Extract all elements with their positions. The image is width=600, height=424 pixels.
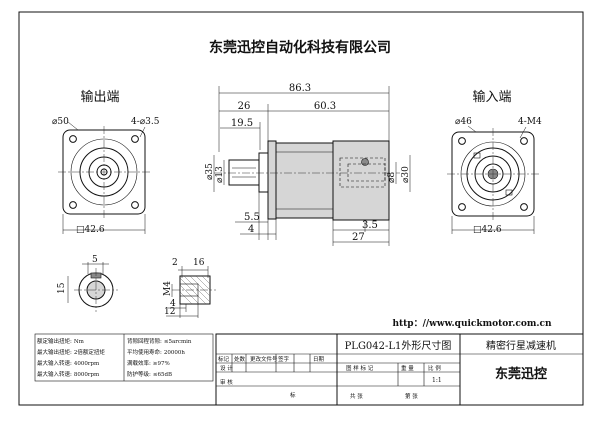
company-title: 东莞迅控自动化科技有限公司: [209, 39, 391, 56]
shaft-dim-16: 16: [193, 258, 205, 268]
shaft-dim-2: 2: [172, 258, 178, 268]
spec-6: 满载效率:≥97%: [127, 359, 170, 367]
title-block: PLG042-L1外形尺寸图 精密行星减速机 标记 处数 更改文件号 签字 日期…: [215, 333, 584, 406]
scale-value: 1:1: [432, 377, 442, 384]
dim-5-5: 5.5: [244, 212, 260, 223]
approve-label: 标: [290, 391, 296, 399]
key-dim-5: 5: [92, 255, 98, 265]
model-title: PLG042-L1外形尺寸图: [345, 339, 452, 352]
spec-0: 额定输出扭矩:Nm: [37, 337, 85, 345]
dim-19-5: 19.5: [231, 118, 253, 129]
dim-overall-length: 86.3: [289, 83, 311, 94]
stage-header-0: 图 样 标 记: [346, 364, 374, 372]
dim-60-3: 60.3: [314, 101, 336, 112]
rev-header-1: 处数: [234, 355, 246, 363]
spec-4: 背隙回程背隙:≤5arcmin: [127, 337, 192, 345]
side-view: 86.3 26 60.3 19.5 ⌀35 ⌀13: [205, 83, 411, 246]
spec-5: 平均使用寿命:20000h: [127, 348, 185, 356]
sheet-no: 第 张: [405, 392, 418, 400]
output-shaft: [228, 159, 260, 186]
shaft-dim-12: 12: [164, 307, 175, 317]
brand-name: 东莞迅控: [495, 366, 547, 382]
company-url: http：//www.quickmotor.com.cn: [392, 319, 552, 329]
shaft-tap-detail: 2 16 M4 4 12: [163, 258, 216, 318]
output-end-view: 输出端 ⌀50 4-⌀3.5 □42.6: [52, 89, 160, 235]
spec-table: 额定输出扭矩:Nm 最大输出扭矩:2倍额定扭矩 最大输入转速:4000rpm 最…: [34, 333, 214, 382]
sheet-total: 共 张: [350, 392, 363, 400]
dim-dia-35: ⌀35: [205, 163, 215, 180]
spec-1: 最大输出扭矩:2倍额定扭矩: [37, 348, 105, 356]
output-holes-label: 4-⌀3.5: [131, 117, 160, 127]
design-label: 设 计: [220, 364, 233, 372]
key-section-view: 5 15: [57, 255, 118, 312]
dim-3-5: 3.5: [362, 220, 378, 231]
check-label: 审 核: [220, 378, 233, 386]
output-square-label: □42.6: [76, 225, 105, 235]
input-holes-label: 4-M4: [518, 117, 542, 127]
rev-header-0: 标记: [218, 355, 230, 363]
dim-26: 26: [238, 101, 251, 112]
stage-header-2: 比 例: [428, 364, 441, 372]
spec-3: 最大输入转速:8000rpm: [37, 370, 100, 378]
stage-header-1: 重 量: [401, 364, 414, 372]
rev-header-4: 日期: [313, 356, 325, 363]
rev-header-2: 更改文件号: [250, 355, 278, 363]
dim-27: 27: [352, 232, 365, 243]
input-end-label: 输入端: [472, 89, 511, 105]
dim-dia-30: ⌀30: [401, 166, 411, 183]
dim-4: 4: [248, 224, 254, 235]
output-end-label: 输出端: [80, 89, 119, 105]
spec-7: 防护等级:≤65dB: [127, 370, 172, 378]
shaft-dim-4: 4: [170, 299, 176, 309]
key-dim-15: 15: [57, 282, 67, 294]
input-housing: [332, 140, 390, 221]
input-square-label: □42.6: [473, 225, 502, 235]
shaft-dim-m4: M4: [163, 281, 173, 296]
gearbox-body: [275, 142, 334, 219]
product-title: 精密行星减速机: [486, 339, 556, 352]
dim-dia-8: ⌀8: [387, 172, 397, 183]
rev-header-3: 签字: [278, 355, 290, 363]
input-end-view: 输入端 ⌀46 4-M4 □42.6: [447, 89, 542, 235]
output-dia-50-label: ⌀50: [52, 117, 69, 127]
input-dia-46-label: ⌀46: [455, 117, 472, 127]
dim-dia-13: ⌀13: [215, 166, 225, 183]
spec-2: 最大输入转速:4000rpm: [37, 359, 100, 367]
output-flange-side: [267, 140, 277, 220]
